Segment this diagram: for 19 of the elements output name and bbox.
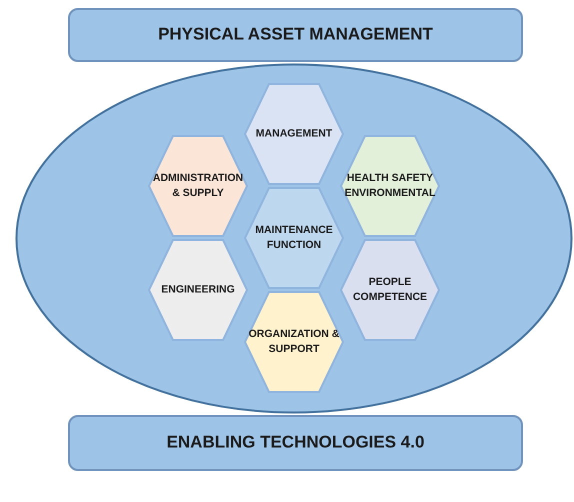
hexagon-tile	[244, 291, 344, 393]
hexagon-tile	[148, 239, 248, 341]
hexagon-tile	[244, 187, 344, 289]
hexagon-label: ENGINEERING	[160, 282, 236, 298]
title-banner	[68, 415, 523, 471]
hexagon-label: PEOPLE COMPETENCE	[352, 274, 428, 305]
title-banner	[68, 8, 523, 62]
hexagon-tile	[148, 135, 248, 237]
banner-title: ENABLING TECHNOLOGIES 4.0	[166, 432, 426, 454]
hexagon-tile	[340, 135, 440, 237]
hexagon-label: ORGANIZATION & SUPPORT	[248, 326, 340, 357]
banner-title: PHYSICAL ASSET MANAGEMENT	[157, 24, 434, 46]
hexagon-tile	[340, 239, 440, 341]
hexagon-label: MAINTENANCE FUNCTION	[254, 222, 334, 253]
hexagon-label: ADMINISTRATION & SUPPLY	[152, 170, 244, 201]
hexagon-tile	[244, 83, 344, 185]
hexagon-label: MANAGEMENT	[254, 126, 334, 142]
ellipse-area	[15, 63, 573, 414]
hexagon-label: HEALTH SAFETY ENVIRONMENTAL	[344, 170, 436, 201]
